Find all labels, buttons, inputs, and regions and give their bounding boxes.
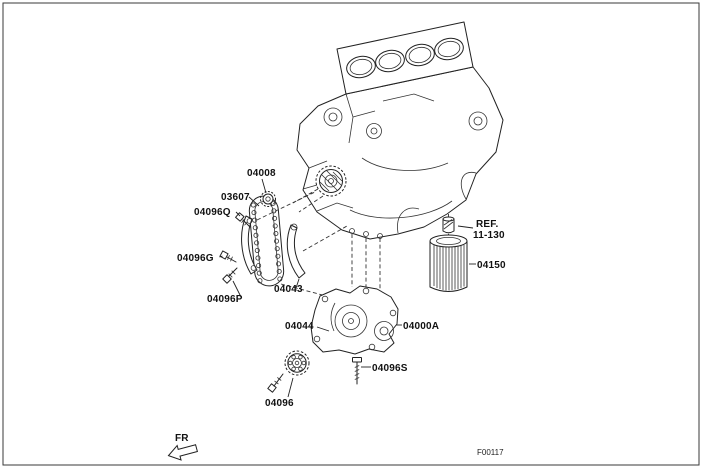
- ref-fitting: [442, 216, 455, 234]
- fr-arrow-icon: [167, 444, 199, 461]
- block-top-face: [336, 21, 474, 95]
- chain-guide: [241, 215, 258, 275]
- chain-tensioner-blade: [286, 223, 306, 279]
- bolt-04096G-icon: [219, 250, 237, 263]
- part-label-04150: 04150: [477, 260, 506, 271]
- fr-label: FR: [175, 433, 189, 444]
- assembly-dashed-lines: [256, 188, 449, 298]
- ref-note-line1: REF.: [476, 219, 498, 230]
- oil-filter: [429, 234, 468, 292]
- part-label-04096: 04096: [265, 398, 294, 409]
- bolt-04096-icon: [267, 373, 284, 393]
- figure-code: F00117: [477, 448, 504, 457]
- block-detail-lines: [302, 93, 488, 239]
- part-label-04044: 04044: [285, 321, 314, 332]
- bolt-04096S-icon: [352, 357, 362, 385]
- part-labels: 04008 03607 04096Q 04096G 04096P 04043 0…: [177, 168, 506, 409]
- part-label-03607: 03607: [221, 192, 250, 203]
- bolt-04096P-icon: [222, 267, 238, 284]
- chain-rollers: [250, 200, 283, 284]
- timing-chain: [248, 191, 285, 287]
- part-label-04096G: 04096G: [177, 253, 214, 264]
- part-label-04000A: 04000A: [403, 321, 439, 332]
- crankshaft-sprocket: [315, 165, 347, 197]
- bolt-04096Q-icon: [235, 212, 251, 228]
- engine-block: [296, 21, 504, 240]
- part-label-04096Q: 04096Q: [194, 207, 231, 218]
- part-label-04096S: 04096S: [372, 363, 408, 374]
- part-label-04096P: 04096P: [207, 294, 243, 305]
- leader-lines: [219, 178, 476, 398]
- oil-pump-assembly: [310, 285, 399, 355]
- oil-pump-sprocket: [284, 350, 310, 376]
- filter-flutes: [433, 245, 465, 291]
- part-label-04008: 04008: [247, 168, 276, 179]
- part-label-04043: 04043: [274, 284, 303, 295]
- ref-note-line2: 11-130: [473, 230, 505, 241]
- chain-top-sprocket: [260, 191, 276, 207]
- cylinder-bores: [346, 37, 464, 79]
- front-direction-marker: FR: [167, 433, 199, 461]
